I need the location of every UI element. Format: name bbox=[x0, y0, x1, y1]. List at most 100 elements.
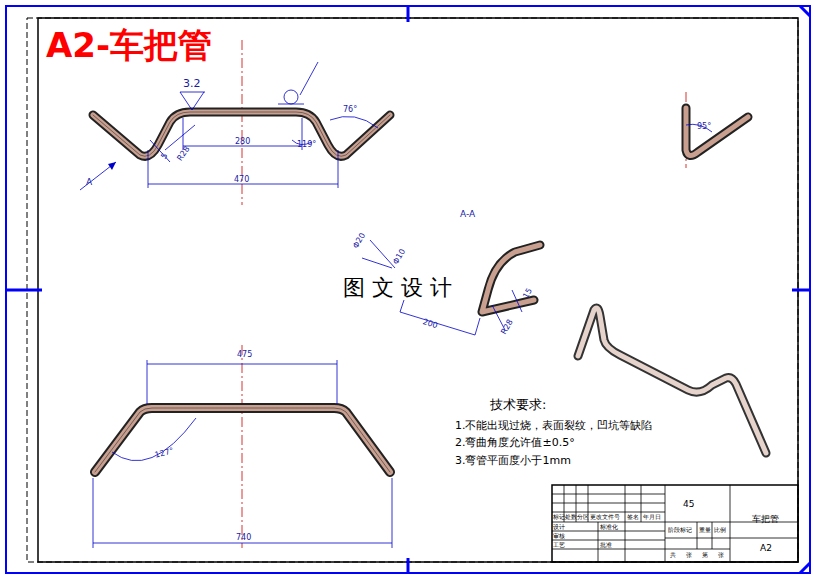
drawing-line bbox=[278, 104, 304, 105]
drawing-line bbox=[665, 549, 730, 550]
table-cell: 重量 bbox=[699, 527, 711, 533]
drawing-g bbox=[93, 112, 390, 156]
table-cell: 标准化 bbox=[600, 524, 618, 530]
drawing-g bbox=[482, 245, 540, 312]
note-line: 1.不能出现过烧，表面裂纹，凹坑等缺陷 bbox=[455, 420, 653, 431]
drawing-line bbox=[400, 312, 475, 335]
note-line: 2.弯曲角度允许值±0.5° bbox=[455, 437, 575, 448]
drawing-line bbox=[552, 512, 665, 513]
drawing-line bbox=[552, 540, 665, 541]
dimension: 280 bbox=[235, 138, 250, 146]
table-cell: 更改文件号 bbox=[590, 514, 620, 520]
drawing-line bbox=[800, 563, 810, 573]
dimension: 470 bbox=[234, 176, 249, 184]
section-label: A-A bbox=[460, 210, 475, 219]
drawing-g bbox=[686, 108, 748, 156]
table-cell: 批准 bbox=[600, 542, 612, 548]
drawing-no-cell: A2 bbox=[760, 544, 772, 553]
drawing-line bbox=[792, 289, 810, 292]
table-cell: 工艺 bbox=[553, 542, 565, 548]
drawing-line bbox=[242, 345, 243, 548]
drawing-line bbox=[148, 150, 149, 188]
drawing-line bbox=[552, 503, 665, 504]
angle-dim: 127° bbox=[154, 447, 175, 460]
table-cell: 阶段标记 bbox=[668, 527, 692, 533]
drawing-line bbox=[512, 290, 522, 312]
drawing-line bbox=[180, 92, 205, 93]
drawing-path bbox=[112, 418, 196, 461]
drawing-path bbox=[93, 112, 390, 156]
diameter-dim: Φ20 bbox=[352, 232, 367, 250]
drawing-line bbox=[392, 478, 393, 548]
drawing-g bbox=[93, 360, 392, 548]
drawing-path bbox=[686, 108, 748, 156]
drawing-line bbox=[800, 6, 810, 16]
dimension: 475 bbox=[237, 351, 252, 359]
material-cell: 45 bbox=[683, 500, 694, 509]
note-line: 3.弯管平面度小于1mm bbox=[455, 455, 571, 466]
drawing-line bbox=[552, 549, 665, 550]
sheet-title: A2-车把管 bbox=[46, 28, 212, 62]
drawing-path bbox=[686, 108, 748, 156]
drawing-g bbox=[80, 62, 378, 190]
drawing-path bbox=[578, 308, 766, 453]
angle-dim: 76° bbox=[343, 106, 357, 114]
table-cell: 设计 bbox=[553, 524, 565, 530]
table-cell: 张 bbox=[718, 552, 724, 558]
drawing-line bbox=[147, 364, 337, 365]
table-cell: 共 bbox=[670, 552, 676, 558]
drawing-rect bbox=[6, 6, 810, 573]
drawing-line bbox=[625, 485, 626, 562]
dimension: 200 bbox=[422, 318, 439, 330]
table-cell: 年月日 bbox=[643, 514, 661, 520]
drawing-path bbox=[95, 408, 390, 472]
table-cell: 比例 bbox=[714, 527, 726, 533]
table-cell: 审核 bbox=[553, 533, 565, 539]
angle-dim: 119° bbox=[297, 141, 316, 149]
roughness-value: 3.2 bbox=[183, 78, 201, 89]
drawing-line bbox=[552, 531, 665, 532]
drawing-line bbox=[93, 478, 94, 548]
table-cell: 分区 bbox=[577, 514, 589, 520]
diameter-dim: Φ10 bbox=[392, 248, 407, 266]
part-name-cell: 车把管 bbox=[752, 515, 779, 524]
drawing-line bbox=[641, 485, 642, 522]
drawing-line bbox=[180, 92, 192, 110]
drawing-line bbox=[730, 485, 731, 562]
drawing-rect bbox=[27, 18, 798, 562]
drawing-path bbox=[93, 112, 390, 156]
drawing-line bbox=[665, 485, 666, 562]
note-heading: 技术要求: bbox=[490, 398, 546, 411]
drawing-line bbox=[165, 125, 195, 150]
watermark: 图 文 设 计 bbox=[340, 276, 455, 300]
drawing-path bbox=[578, 308, 766, 453]
table-cell: 标记 bbox=[553, 514, 565, 520]
dimension: 740 bbox=[236, 534, 251, 542]
table-cell: 处数 bbox=[565, 514, 577, 520]
drawing-circle bbox=[284, 90, 298, 104]
drawing-path bbox=[95, 408, 390, 472]
drawing-path bbox=[95, 408, 390, 472]
drawing-line bbox=[6, 289, 42, 292]
drawing-line bbox=[192, 92, 204, 110]
drawing-line bbox=[730, 538, 798, 539]
drawing-path bbox=[482, 245, 540, 312]
drawing-line bbox=[598, 522, 599, 562]
drawing-line bbox=[697, 522, 698, 549]
drawing-line bbox=[80, 162, 116, 190]
table-cell: 张 bbox=[686, 552, 692, 558]
drawing-path bbox=[482, 245, 540, 312]
radius-dim: R28 bbox=[176, 145, 192, 162]
drawing-line bbox=[337, 360, 338, 404]
drawing-line bbox=[407, 6, 410, 22]
drawing-g bbox=[95, 408, 390, 472]
drawing-line bbox=[552, 522, 665, 523]
angle-dim: 95° bbox=[697, 123, 711, 131]
drawing-g bbox=[578, 308, 766, 453]
drawing-line bbox=[712, 522, 713, 549]
drawing-g bbox=[6, 6, 810, 573]
drawing-line bbox=[407, 558, 410, 573]
drawing-line bbox=[150, 140, 170, 162]
drawing-line bbox=[93, 543, 392, 544]
